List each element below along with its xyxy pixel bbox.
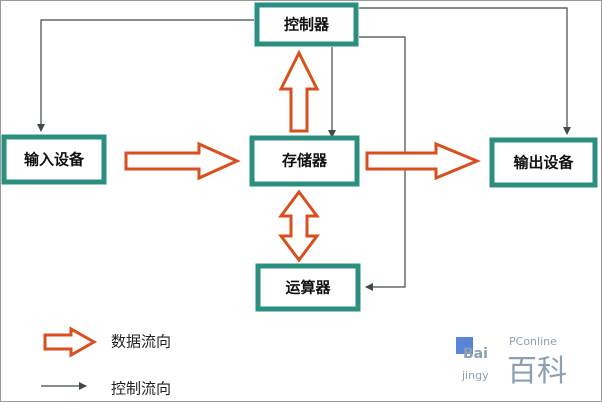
legend-control-flow-label: 控制流向 [111,380,171,398]
legend: 数据流向 控制流向 [41,326,171,398]
control-line-to-input [37,19,254,132]
data-flow-arrows [124,49,481,263]
watermark-site: PConline [509,335,557,348]
node-controller: 控制器 [254,2,359,47]
watermark-brand: Bai [463,346,488,362]
data-arrow-memory-to-output [365,141,481,181]
data-arrow-input-to-memory [124,141,241,181]
control-line-to-output [359,7,571,135]
legend-data-flow-label: 数据流向 [111,333,171,351]
watermark-brand2: 百科 [507,354,567,389]
watermark-sub: jingy [461,369,489,382]
node-alu: 运算器 [255,263,361,312]
node-alu-label: 运算器 [285,279,331,297]
node-output-label: 输出设备 [513,154,574,172]
node-memory: 存储器 [249,135,360,187]
node-controller-label: 控制器 [284,16,330,34]
watermark: Bai PConline 百科 jingy [456,335,567,389]
node-input: 输入设备 [1,134,107,185]
data-arrow-memory-to-controller [278,49,320,133]
node-input-label: 输入设备 [24,151,85,169]
watermark-logo-icon [456,337,473,354]
data-arrow-memory-alu [278,189,320,263]
node-output: 输出设备 [489,137,598,188]
node-memory-label: 存储器 [282,152,328,170]
legend-data-arrow-icon [43,326,98,358]
